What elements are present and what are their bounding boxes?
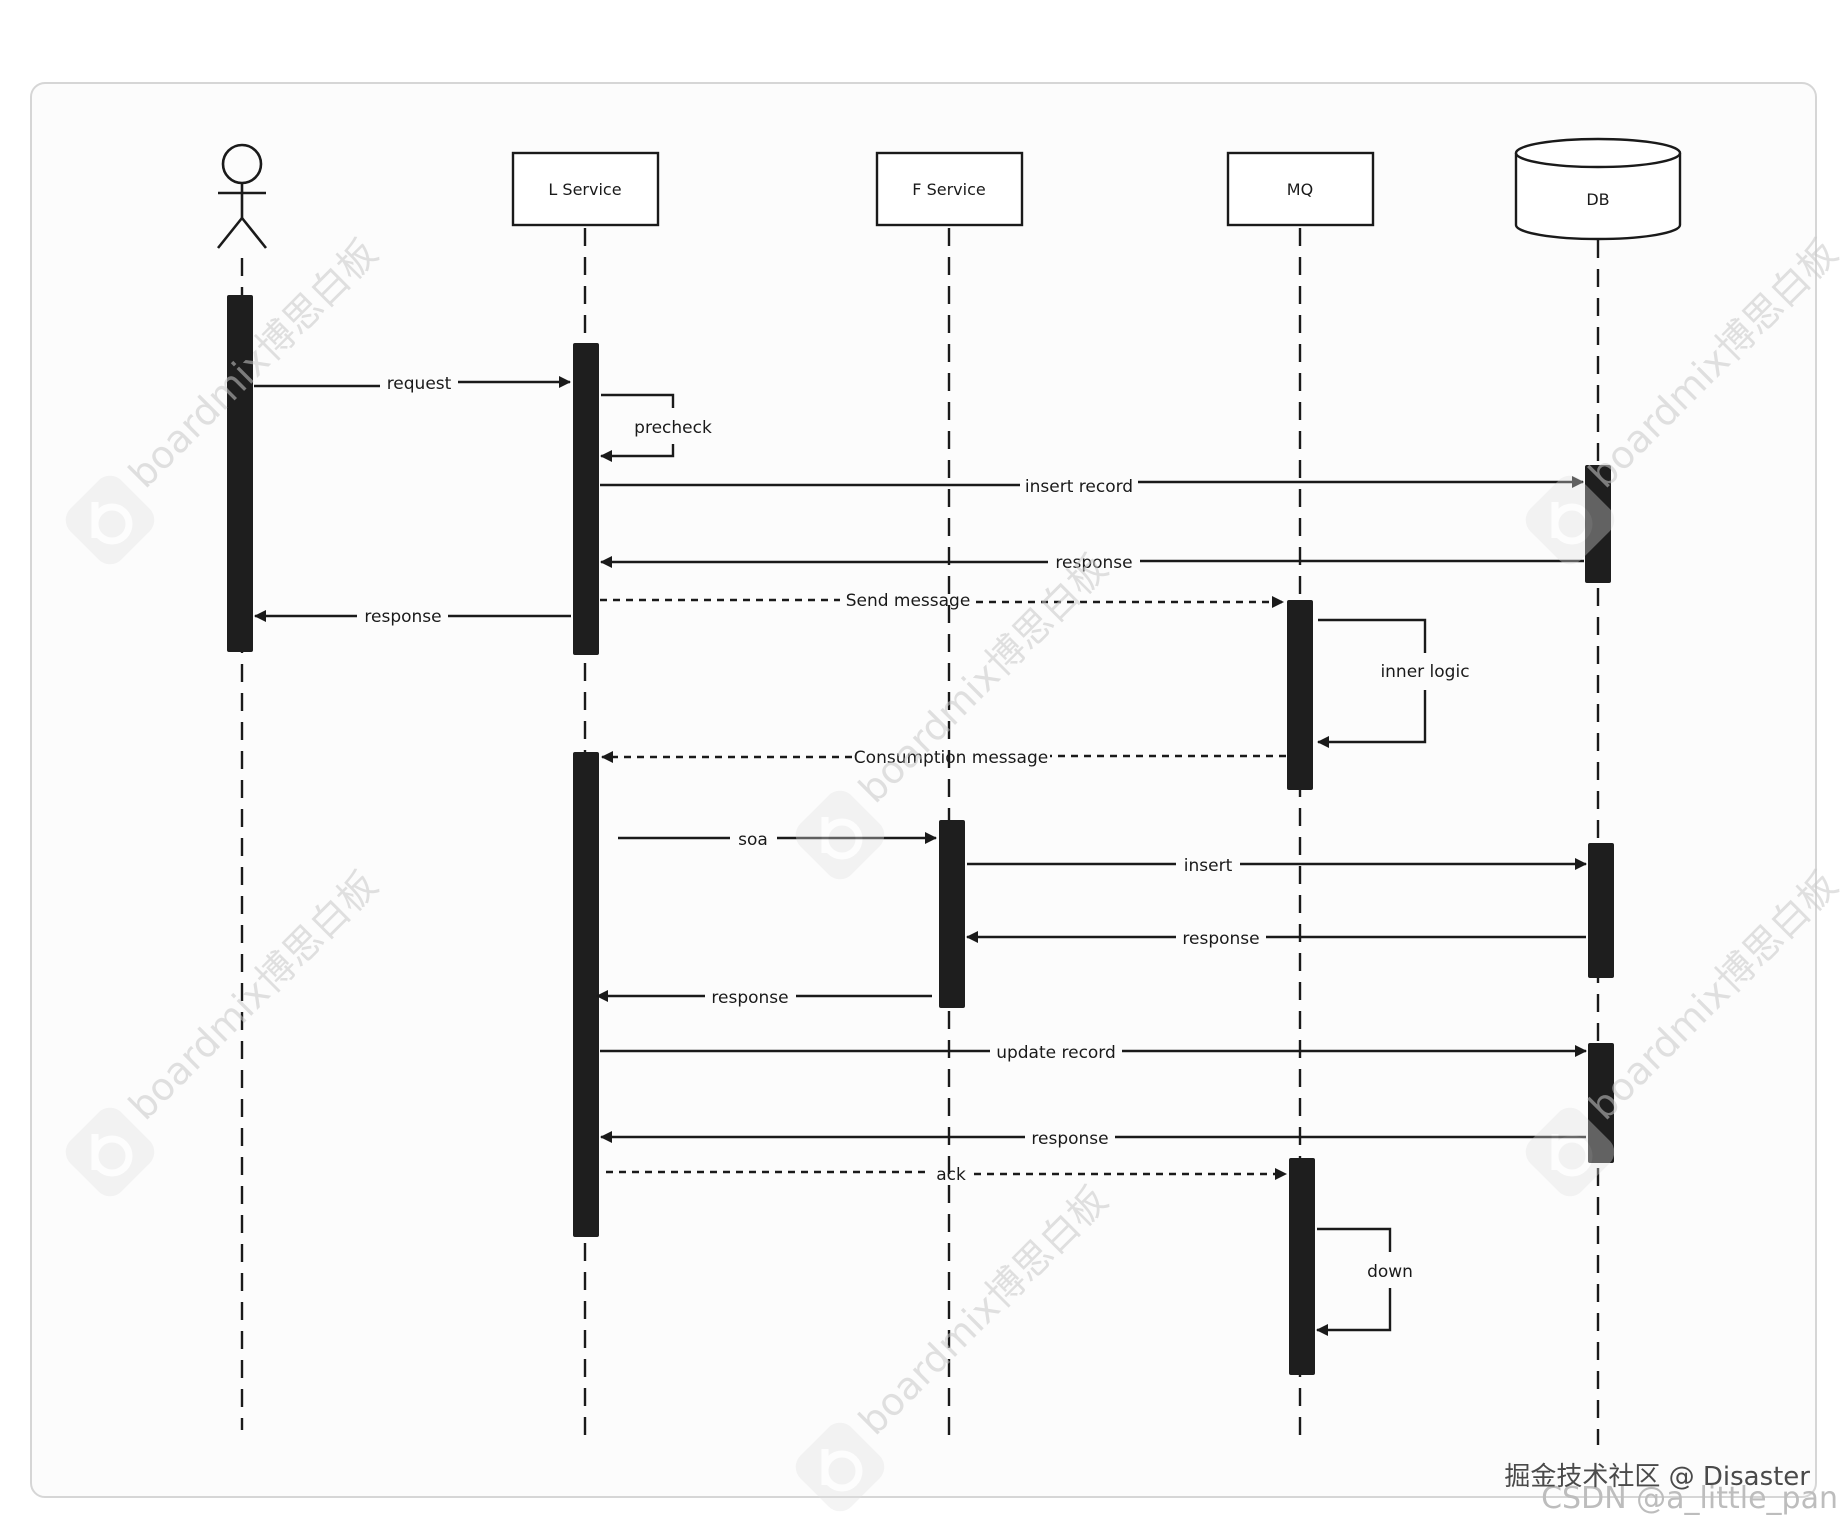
message-label-inner-logic: inner logic [1380, 662, 1469, 682]
activation-mq-1 [1287, 600, 1313, 790]
participant-fservice: F Service [875, 151, 1024, 227]
message-label-response: response [1182, 929, 1259, 949]
message-label-send-message: Send message [846, 591, 971, 611]
participant-actor [216, 143, 268, 249]
boardmix-logo-icon [1525, 1107, 1615, 1197]
participant-mq: MQ [1226, 151, 1375, 227]
activation-lservice-1 [573, 343, 599, 655]
message-label-consumption-message: Consumption message [854, 748, 1048, 768]
message-label-soa: soa [738, 830, 768, 850]
message-label-ack: ack [936, 1165, 966, 1185]
participant-label: DB [1586, 190, 1609, 209]
messages [254, 376, 1587, 1336]
boardmix-logo-icon [1525, 475, 1615, 565]
message-label-response: response [1055, 553, 1132, 573]
database-icon [1514, 153, 1682, 241]
activation-lservice-2 [573, 752, 599, 1237]
participant-label: L Service [548, 180, 621, 199]
diagram-frame [30, 82, 1817, 1498]
activation-db-3 [1588, 1043, 1614, 1163]
participant-lservice: L Service [511, 151, 660, 227]
boardmix-logo-icon [795, 790, 885, 880]
participant-label: MQ [1287, 180, 1313, 199]
footer-credit-csdn: CSDN @a_little_pan [1541, 1481, 1838, 1516]
footer-credit: 掘金技术社区 @ Disaster [1504, 1462, 1810, 1492]
message-label-response: response [364, 607, 441, 627]
boardmix-logo-icon [65, 475, 155, 565]
activation-actor [227, 295, 253, 652]
message-label-precheck: precheck [634, 418, 712, 438]
message-label-request: request [387, 374, 452, 394]
activation-db-1 [1585, 465, 1611, 583]
activations [227, 295, 1614, 1375]
activation-fservice [939, 820, 965, 1008]
participant-label: F Service [912, 180, 985, 199]
boardmix-logo-icon [65, 1107, 155, 1197]
activation-mq-2 [1289, 1158, 1315, 1375]
message-label-response: response [1031, 1129, 1108, 1149]
message-label-update-record: update record [996, 1043, 1116, 1063]
participant-db: DB [1514, 137, 1682, 241]
boardmix-logo-icon [795, 1422, 885, 1512]
activation-db-2 [1588, 843, 1614, 978]
message-label-insert-record: insert record [1025, 477, 1133, 497]
message-label-down: down [1367, 1262, 1413, 1282]
message-labels: request precheck insert record response … [364, 374, 1469, 1282]
message-label-insert: insert [1184, 856, 1233, 876]
lifelines [240, 228, 1600, 1445]
message-label-response: response [711, 988, 788, 1008]
